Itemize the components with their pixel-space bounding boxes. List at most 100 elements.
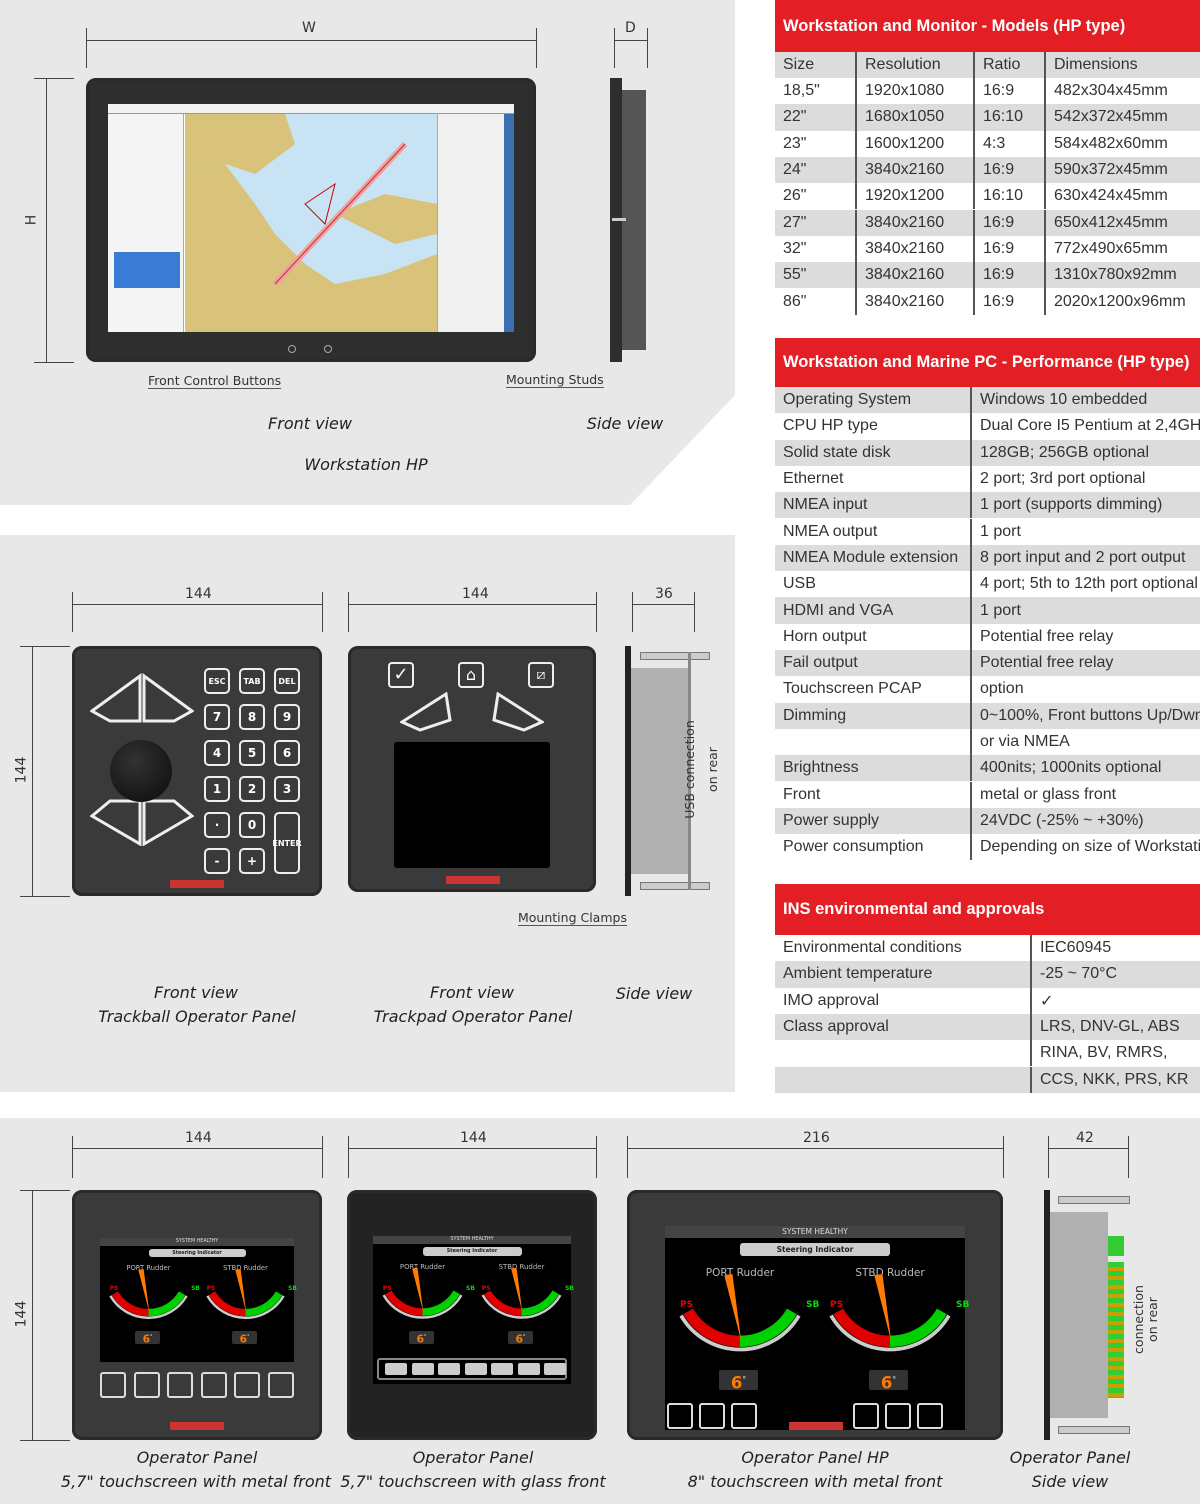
value-text: 6: [730, 1373, 743, 1393]
table-cell: IMO approval: [783, 991, 880, 1009]
stbd-rudder-label: STBD Rudder: [498, 1262, 545, 1271]
key-+[interactable]: +: [239, 848, 265, 874]
front-button-2[interactable]: [324, 345, 332, 353]
key-5[interactable]: 5: [239, 740, 265, 766]
degree-unit: °: [424, 1334, 427, 1341]
key--[interactable]: -: [204, 848, 230, 874]
front-button-1[interactable]: [288, 345, 296, 353]
touch-button[interactable]: [385, 1363, 407, 1375]
panel-button[interactable]: [167, 1372, 193, 1398]
checkmark-button-icon[interactable]: ✓: [388, 662, 414, 688]
trackpad[interactable]: [394, 742, 550, 868]
table-cell: 3840x2160: [855, 262, 973, 289]
touch-button[interactable]: [491, 1363, 513, 1375]
table-cell: [775, 1040, 1030, 1066]
key-6[interactable]: 6: [274, 740, 300, 766]
table-cell: CCS, NKK, PRS, KR: [1030, 1066, 1200, 1093]
dim-panel-height: 144: [13, 756, 30, 784]
panel-button[interactable]: [917, 1403, 943, 1429]
usb-label-2: on rear: [704, 747, 720, 792]
table-cell: 4:3: [973, 130, 1044, 157]
key-4[interactable]: 4: [204, 740, 230, 766]
table-cell: Dimensions: [1044, 52, 1200, 78]
degree-unit: °: [742, 1375, 747, 1384]
panel-side-view: [625, 646, 631, 896]
degree-unit: °: [247, 1334, 250, 1341]
key-3[interactable]: 3: [274, 776, 300, 802]
port-rudder-label: PORT Rudder: [126, 1264, 171, 1273]
table-cell: 3840x2160: [855, 156, 973, 184]
port-rudder-label: PORT Rudder: [399, 1262, 446, 1271]
table-cell: Size: [783, 56, 815, 73]
key-7[interactable]: 7: [204, 704, 230, 730]
p3-title: Operator Panel HP: [741, 1448, 889, 1467]
key-·[interactable]: ·: [204, 812, 230, 838]
table-cell: Potential free relay: [970, 623, 1200, 650]
touch-button[interactable]: [438, 1363, 460, 1375]
key-enter[interactable]: ENTER: [272, 812, 302, 874]
key-tab[interactable]: TAB: [239, 668, 265, 694]
panel-button[interactable]: [853, 1403, 879, 1429]
mounting-clamps-label: Mounting Clamps: [518, 910, 627, 926]
panel-button[interactable]: [699, 1403, 725, 1429]
stbd-rudder-label: STBD Rudder: [855, 1266, 925, 1279]
dim-dim_216: 216: [803, 1130, 830, 1146]
key-9[interactable]: 9: [274, 704, 300, 730]
trackball[interactable]: [110, 740, 172, 802]
connection-label: connection: [1130, 1285, 1146, 1354]
key-esc[interactable]: ESC: [204, 668, 230, 694]
ps-label: PS: [382, 1284, 392, 1292]
table-cell: 3840x2160: [855, 288, 973, 315]
panel-button[interactable]: [133, 1372, 160, 1398]
panel-button[interactable]: [267, 1372, 294, 1398]
panel-button[interactable]: [100, 1372, 126, 1398]
front-view-caption: Front view: [268, 414, 352, 433]
sb-label: SB: [466, 1284, 475, 1292]
dim-button-icon[interactable]: ⧄: [528, 662, 554, 688]
key-2[interactable]: 2: [239, 776, 265, 802]
table-cell: Resolution: [855, 52, 973, 78]
touch-button[interactable]: [544, 1363, 566, 1375]
key-0[interactable]: 0: [239, 812, 265, 838]
stbd-rudder-label: STBD Rudder: [223, 1264, 268, 1273]
usb-label: USB connection: [681, 720, 697, 819]
table-cell: 24": [783, 161, 807, 179]
table-cell: 23": [783, 134, 807, 152]
table-cell: 3840x2160: [855, 235, 973, 263]
touch-button[interactable]: [517, 1363, 540, 1375]
panel-button[interactable]: [885, 1403, 911, 1429]
needle: [511, 1267, 523, 1313]
key-del[interactable]: DEL: [274, 668, 300, 694]
p2-sub: 5,7" touchscreen with glass front: [340, 1472, 606, 1491]
p4-title: Operator Panel: [1009, 1448, 1131, 1467]
home-button-icon[interactable]: ⌂: [458, 662, 484, 688]
trackpad-arrow-buttons[interactable]: [400, 692, 544, 732]
table-cell: 16:9: [973, 209, 1044, 236]
panel-button[interactable]: [731, 1403, 757, 1429]
panel-button[interactable]: [667, 1403, 693, 1429]
trackball-name: Trackball Operator Panel: [98, 1007, 296, 1026]
touch-button[interactable]: [411, 1363, 434, 1375]
touch-button[interactable]: [464, 1363, 487, 1375]
needle: [874, 1273, 892, 1342]
table-cell: Ratio: [973, 52, 1044, 78]
panel-button[interactable]: [234, 1372, 260, 1398]
table-cell: [775, 729, 970, 755]
panel-button[interactable]: [200, 1372, 227, 1398]
sb-label: SB: [288, 1285, 297, 1292]
dim-trackball-width: 144: [185, 586, 212, 602]
key-1[interactable]: 1: [204, 776, 230, 802]
table-row: RINA, BV, RMRS,: [775, 1040, 1200, 1067]
key-8[interactable]: 8: [239, 704, 265, 730]
